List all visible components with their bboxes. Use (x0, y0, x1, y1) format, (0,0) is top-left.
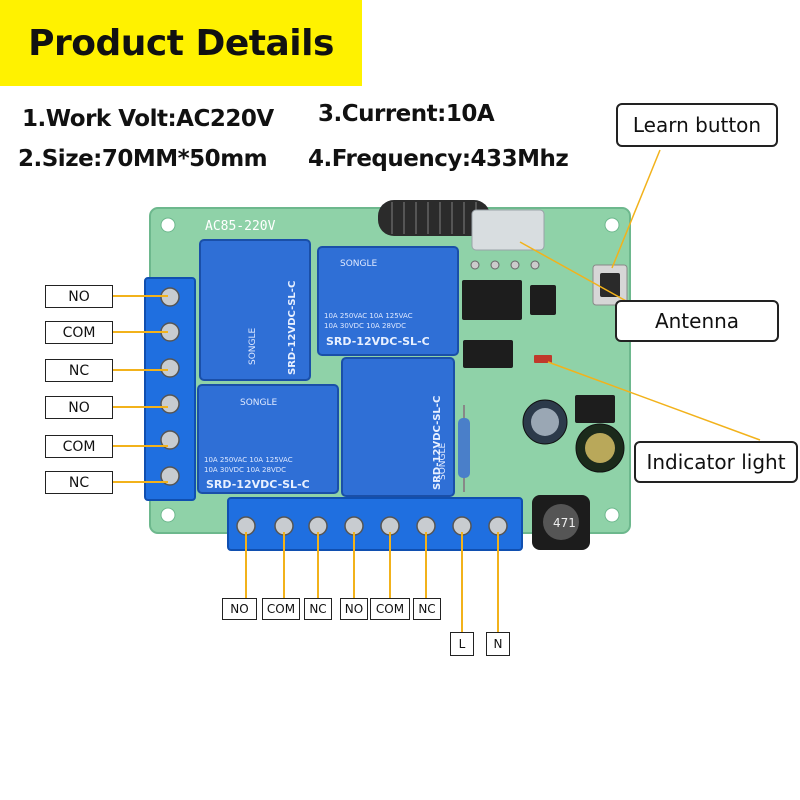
relay-2: SONGLE 10A 250VAC 10A 125VAC 10A 30VDC 1… (317, 246, 459, 356)
spec-work-volt: 1.Work Volt:AC220V (22, 106, 274, 132)
bottom-terminal-label-nc: NC (304, 598, 332, 620)
indicator-light-callout: Indicator light (634, 441, 798, 483)
left-terminal-label-com: COM (45, 321, 113, 344)
relay-4: SONGLE SRD-12VDC-SL-C (341, 357, 455, 497)
spec-current: 3.Current:10A (318, 101, 495, 127)
left-terminal-label-no: NO (45, 396, 113, 419)
relay-model: SRD-12VDC-SL-C (326, 335, 430, 348)
learn-button-callout: Learn button (616, 103, 778, 147)
bottom-terminal-label-l: L (450, 632, 474, 656)
inductor-code: 471 (553, 516, 576, 530)
relay-brand: SONGLE (340, 259, 378, 269)
bottom-terminal-label-nc: NC (413, 598, 441, 620)
ic-chip (530, 285, 556, 315)
ic-chip (462, 280, 522, 320)
ic-chip (575, 395, 615, 423)
relay-rating: 10A 30VDC 10A 28VDC (324, 322, 406, 330)
page-title: Product Details (28, 22, 334, 64)
bottom-terminal-label-com: COM (262, 598, 300, 620)
bottom-leader-lines (245, 532, 499, 632)
bottom-terminal-label-no: NO (222, 598, 257, 620)
relay-brand: SONGLE (240, 398, 278, 408)
resistor (458, 418, 470, 478)
mount-hole (160, 507, 176, 523)
mount-hole (604, 217, 620, 233)
relay-brand: SONGLE (438, 442, 448, 480)
indicator-led (534, 355, 552, 363)
ic-chip (463, 340, 513, 368)
bottom-terminal-label-no: NO (340, 598, 368, 620)
relay-brand: SONGLE (248, 327, 258, 365)
left-terminal-screws (160, 287, 180, 486)
left-terminal-block (144, 277, 196, 501)
left-terminal-label-com: COM (45, 435, 113, 458)
bottom-terminal-label-n: N (486, 632, 510, 656)
bottom-terminal-screws (236, 516, 508, 536)
antenna-coil (378, 200, 490, 236)
bottom-terminal-block (227, 497, 523, 551)
mount-hole (604, 507, 620, 523)
left-leader-lines (112, 295, 168, 483)
relay-rating: 10A 250VAC 10A 125VAC (204, 456, 293, 464)
left-terminal-label-nc: NC (45, 359, 113, 382)
relay-rating: 10A 250VAC 10A 125VAC (324, 312, 413, 320)
spec-frequency: 4.Frequency:433Mhz (308, 146, 569, 172)
relay-model: SRD-12VDC-SL-C (287, 281, 298, 375)
bottom-terminal-label-com: COM (370, 598, 410, 620)
mount-hole (160, 217, 176, 233)
spec-size: 2.Size:70MM*50mm (18, 146, 268, 172)
crystal (471, 209, 545, 251)
relay-model: SRD-12VDC-SL-C (206, 478, 310, 491)
relay-1: SONGLE SRD-12VDC-SL-C (199, 239, 311, 381)
left-terminal-label-no: NO (45, 285, 113, 308)
silkscreen-text: AC85-220V (205, 219, 276, 234)
relay-3: SONGLE 10A 250VAC 10A 125VAC 10A 30VDC 1… (197, 384, 339, 494)
antenna-callout: Antenna (615, 300, 779, 342)
left-terminal-label-nc: NC (45, 471, 113, 494)
relay-model: SRD-12VDC-SL-C (432, 396, 443, 490)
relay-rating: 10A 30VDC 10A 28VDC (204, 466, 286, 474)
header-banner (0, 0, 362, 86)
callout-leader-lines (519, 149, 761, 441)
